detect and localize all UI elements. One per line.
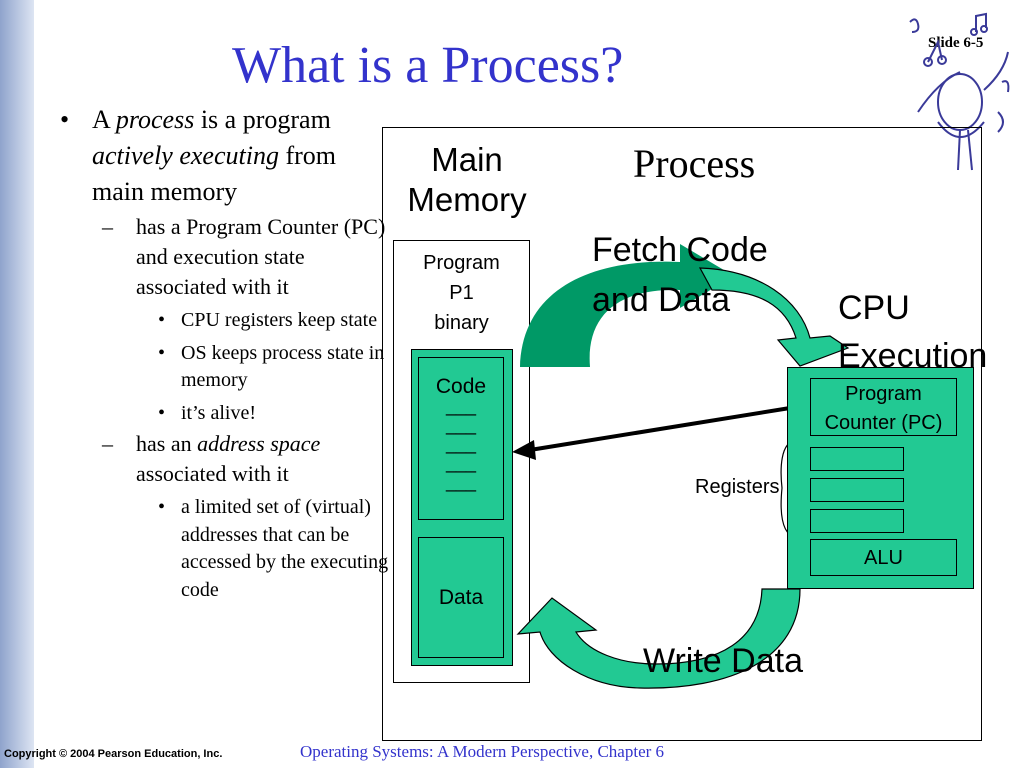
fetch-arrow bbox=[520, 244, 734, 367]
bullet-list: A process is a program actively executin… bbox=[60, 102, 390, 604]
book-footer: Operating Systems: A Modern Perspective,… bbox=[300, 742, 665, 761]
program-counter-label: Program Counter (PC) bbox=[824, 383, 943, 434]
sub-sub-bullet: CPU registers keep state bbox=[60, 307, 390, 335]
copyright-footer: Copyright © 2004 Pearson Education, Inc. bbox=[4, 748, 223, 760]
fetch-code-label: Fetch Code and Data bbox=[592, 231, 768, 319]
main-memory-label: Main Memory bbox=[407, 141, 527, 218]
cpu-execution-label: CPU Execution bbox=[838, 289, 988, 375]
left-decorative-stripe bbox=[0, 0, 34, 768]
code-label: Code bbox=[435, 375, 487, 398]
code-lines: ___ ___ ___ ___ ___ bbox=[445, 396, 477, 492]
data-segment bbox=[418, 537, 504, 658]
register-1 bbox=[810, 447, 904, 471]
sub-sub-bullet: a limited set of (virtual) addresses tha… bbox=[60, 494, 390, 604]
register-3 bbox=[810, 509, 904, 533]
bullet-process-definition: A process is a program actively executin… bbox=[60, 102, 390, 210]
program-binary-label: Program P1 binary bbox=[423, 252, 500, 334]
register-2 bbox=[810, 478, 904, 502]
code-segment bbox=[418, 357, 504, 520]
registers-brace bbox=[780, 439, 797, 539]
write-data-label: Write Data bbox=[643, 642, 803, 680]
music-notes-logo-icon bbox=[909, 12, 1010, 171]
pc-pointer-arrowhead bbox=[512, 440, 536, 460]
alu-label: ALU bbox=[864, 547, 903, 569]
cpu-curve-arrow bbox=[698, 267, 850, 367]
process-diagram-frame bbox=[382, 127, 982, 741]
sub-sub-bullet: it’s alive! bbox=[60, 400, 390, 428]
write-arrow bbox=[516, 588, 801, 689]
sub-sub-bullet: OS keeps process state in memory bbox=[60, 340, 390, 395]
sub-bullet-address-space: has an address space associated with it bbox=[60, 429, 390, 489]
process-label: Process bbox=[633, 141, 756, 186]
program-counter-register bbox=[810, 378, 957, 436]
registers-label: Registers bbox=[695, 476, 780, 498]
data-label: Data bbox=[438, 586, 484, 609]
pc-pointer-arrow bbox=[529, 406, 791, 452]
sub-bullet-program-counter: has a Program Counter (PC) and execution… bbox=[60, 212, 390, 302]
slide-title: What is a Process? bbox=[232, 37, 624, 94]
slide-number: Slide 6-5 bbox=[928, 35, 984, 51]
alu-box bbox=[810, 539, 957, 576]
